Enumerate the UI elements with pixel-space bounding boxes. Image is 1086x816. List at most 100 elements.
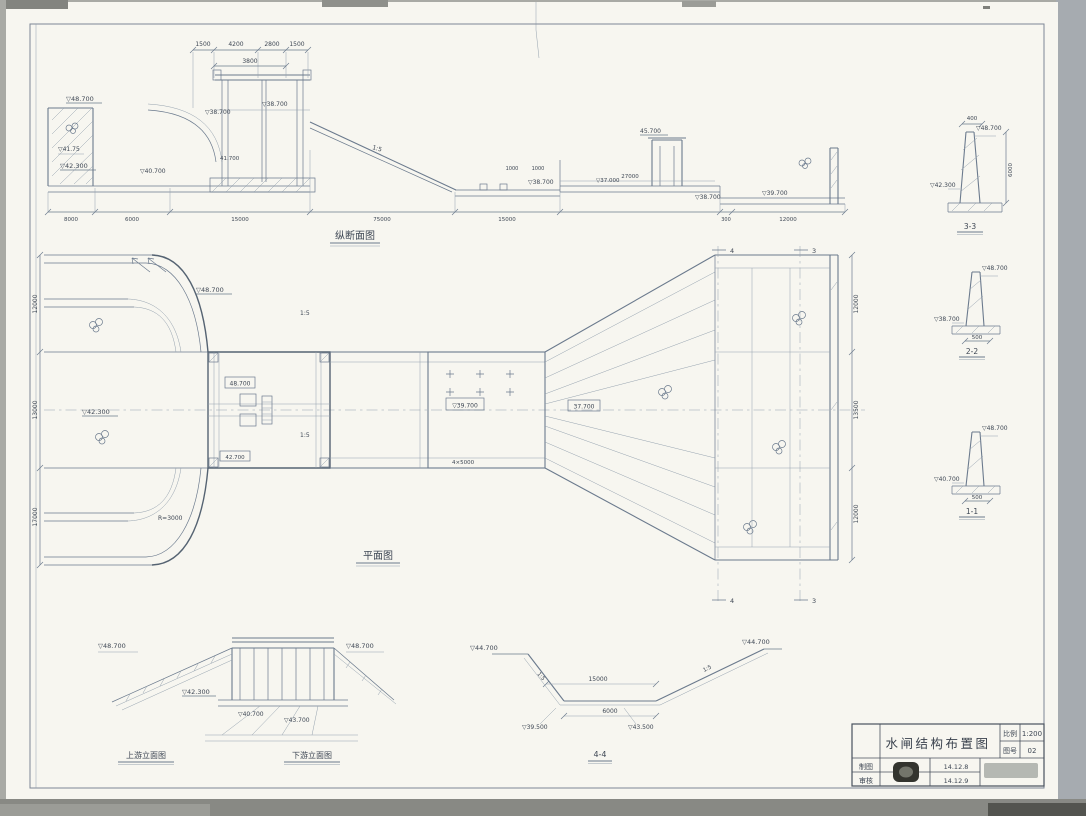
section-4-4-view: ▽44.700 ▽44.700 15000 6000 ▽39.500 ▽43.5… (470, 638, 782, 764)
dim-label: 12000 (853, 294, 860, 313)
elevation-label: ▽42.300 (60, 162, 88, 170)
title-block: 水闸结构布置图 比例 1:200 图号 02 制图 审核 14.12.8 14.… (851, 723, 1045, 787)
elevation-label: ▽37.000 (596, 178, 620, 184)
elevation-label: 37.700 (574, 404, 595, 411)
view-title-upstream-elevation: 上游立面图 (126, 750, 166, 760)
dim-label: 12000 (779, 217, 797, 223)
dim-label: 4200 (228, 41, 243, 48)
dim-label: 500 (972, 495, 983, 501)
dim-label: 75000 (373, 217, 391, 223)
date-checked: 14.12.9 (944, 777, 969, 785)
elevation-label: 48.700 (230, 381, 251, 388)
drawing-title: 水闸结构布置图 (885, 736, 990, 751)
slope-label: 1:5 (371, 144, 382, 153)
dim-label: 300 (721, 217, 731, 223)
dim-label: 400 (967, 116, 978, 122)
drafter-label: 制图 (859, 762, 873, 771)
longitudinal-section-view: 1500 4200 2800 1500 3800 ▽48.700 ▽41.75 … (44, 41, 849, 247)
elevation-label: ▽42.300 (82, 408, 110, 416)
dim-label: 27000 (621, 174, 639, 180)
section-marker-4: 4 (730, 247, 734, 255)
elevation-label: ▽38.700 (262, 101, 288, 108)
dim-label: 12000 (853, 504, 860, 523)
detail-3-3: ▽48.700 ▽42.300 400 6000 3-3 (930, 116, 1014, 235)
radius-label: R=3000 (158, 515, 183, 522)
dim-label: 1500 (195, 41, 210, 48)
view-title-downstream-elevation: 下游立面图 (292, 750, 332, 760)
elevation-label: ▽44.700 (742, 638, 770, 646)
elevation-label: ▽48.700 (346, 642, 374, 650)
sheet-frame (29, 23, 1045, 789)
note-label: 4×5000 (452, 460, 475, 466)
elevation-label: 42.700 (225, 455, 245, 461)
view-title-section-4-4: 4-4 (593, 750, 606, 759)
dim-label: 12000 (32, 294, 39, 313)
elevation-label: ▽40.700 (934, 476, 960, 483)
view-title-plan: 平面图 (363, 550, 393, 562)
dim-label: 3800 (242, 58, 257, 65)
dim-label: 2800 (264, 41, 279, 48)
elevation-label: ▽48.700 (982, 425, 1008, 432)
slope-label: 1:5 (300, 432, 310, 439)
dim-label: 15000 (588, 676, 607, 683)
elevation-label: ▽48.700 (976, 125, 1002, 132)
elevation-label: ▽44.700 (470, 644, 498, 652)
slope-label: 1:5 (702, 664, 713, 673)
vegetation-symbol (89, 311, 806, 535)
dim-label: 6000 (602, 708, 617, 715)
scale-value: 1:200 (1022, 730, 1042, 738)
slope-label: 1:5 (300, 310, 310, 317)
elevation-label: ▽38.700 (528, 179, 554, 186)
view-title-1-1: 1-1 (966, 507, 978, 516)
dim-label: 1500 (289, 41, 304, 48)
elevation-label: ▽39.500 (522, 724, 548, 731)
section-marker-4: 4 (730, 597, 734, 605)
elevation-label: 41.700 (220, 156, 240, 162)
elevation-label: ▽48.700 (98, 642, 126, 650)
dim-label: 8000 (64, 217, 78, 223)
sheet-number-label: 图号 (1003, 747, 1017, 755)
plan-view: 12000 13000 17000 12000 13500 12000 ▽48.… (32, 246, 865, 605)
elevation-label: ▽39.700 (762, 190, 788, 197)
dim-label: 1000 (532, 166, 545, 172)
view-title-3-3: 3-3 (964, 222, 976, 231)
checker-label: 审核 (859, 776, 873, 785)
view-title-2-2: 2-2 (966, 347, 978, 356)
elevation-label: ▽42.300 (930, 182, 956, 189)
view-title-longitudinal-section: 纵断面图 (335, 229, 375, 242)
elevation-label: ▽43.500 (628, 724, 654, 731)
elevation-label: ▽40.700 (140, 168, 166, 175)
elevation-label: ▽38.700 (695, 194, 721, 201)
flow-arrow (131, 257, 167, 273)
dim-label: 1000 (506, 166, 519, 172)
redacted-signature (984, 763, 1038, 778)
slope-label: 1:5 (535, 671, 546, 682)
date-drafted: 14.12.8 (944, 763, 969, 771)
dim-label: 6000 (125, 217, 139, 223)
elevation-views: ▽48.700 ▽48.700 ▽42.300 ▽40.700 ▽43.700 … (98, 637, 397, 765)
sheet-number-value: 02 (1028, 747, 1037, 755)
stamp-icon (893, 762, 919, 782)
dim-label: 13500 (853, 400, 860, 419)
elevation-label: ▽48.700 (66, 95, 94, 103)
dim-label: 6000 (1008, 163, 1014, 177)
elevation-label: ▽39.700 (452, 403, 478, 410)
elevation-label: ▽42.300 (182, 688, 210, 696)
elevation-label: ▽43.700 (284, 717, 310, 724)
detail-2-2: ▽48.700 ▽38.700 500 2-2 (934, 265, 1008, 360)
elevation-label: 45.700 (640, 128, 661, 135)
dim-label: 13000 (32, 400, 39, 419)
section-marker-3: 3 (812, 597, 816, 605)
scale-label: 比例 (1003, 729, 1017, 738)
elevation-label: ▽48.700 (196, 286, 224, 294)
dim-label: 15000 (231, 217, 249, 223)
dim-label: 17000 (32, 507, 39, 526)
elevation-label: ▽41.75 (58, 146, 80, 153)
elevation-label: ▽38.700 (934, 316, 960, 323)
elevation-label: ▽38.700 (205, 109, 231, 116)
elevation-label: ▽48.700 (982, 265, 1008, 272)
section-marker-3: 3 (812, 247, 816, 255)
